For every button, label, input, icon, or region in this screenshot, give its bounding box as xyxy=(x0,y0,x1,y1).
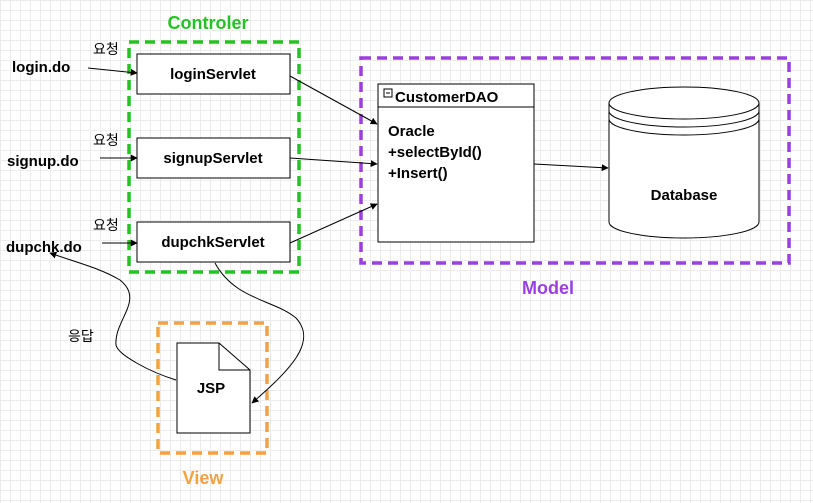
arrow-signup-to-dao xyxy=(289,157,378,168)
request-dupchk: dupchk.do xyxy=(6,239,82,256)
model-group-title: Model xyxy=(522,278,574,298)
servlet-signup-label: signupServlet xyxy=(163,150,262,167)
dao-member-2: +Insert() xyxy=(388,165,448,182)
controller-group-title: Controler xyxy=(168,13,249,33)
dao-member-1: +selectById() xyxy=(388,144,482,161)
jsp-document-shape xyxy=(176,342,251,434)
servlet-dupchk-label: dupchkServlet xyxy=(161,234,264,251)
view-group-title: View xyxy=(183,468,225,488)
arrow-jsp-response xyxy=(49,251,177,381)
database-cylinder xyxy=(608,86,760,239)
arrow-dupchk-to-jsp xyxy=(214,262,305,404)
edge-label-request-login: 요청 xyxy=(93,41,119,57)
dao-class-box xyxy=(377,83,535,243)
edge-label-response: 응답 xyxy=(68,328,94,344)
servlet-box-login xyxy=(136,53,291,95)
request-signup: signup.do xyxy=(7,153,79,170)
servlet-login-label: loginServlet xyxy=(170,66,256,83)
arrow-dupchk-to-dao xyxy=(289,203,378,244)
jsp-document-label: JSP xyxy=(197,380,225,397)
arrow-login-to-dao xyxy=(289,75,378,125)
edge-label-request-signup: 요청 xyxy=(93,132,119,148)
model-group-border xyxy=(359,56,791,265)
servlet-box-signup xyxy=(136,137,291,179)
controller-group-border xyxy=(127,40,301,274)
dao-class-title: CustomerDAO xyxy=(395,89,499,106)
view-group-border xyxy=(156,321,269,455)
servlet-box-dupchk xyxy=(136,221,291,263)
request-login: login.do xyxy=(12,59,70,76)
jsp-document-fold xyxy=(218,343,250,371)
arrow-login-request xyxy=(87,67,138,76)
edge-label-request-dupchk: 요청 xyxy=(93,217,119,233)
dao-member-0: Oracle xyxy=(388,123,435,140)
arrow-dao-to-database xyxy=(533,163,609,172)
database-label: Database xyxy=(651,187,718,204)
